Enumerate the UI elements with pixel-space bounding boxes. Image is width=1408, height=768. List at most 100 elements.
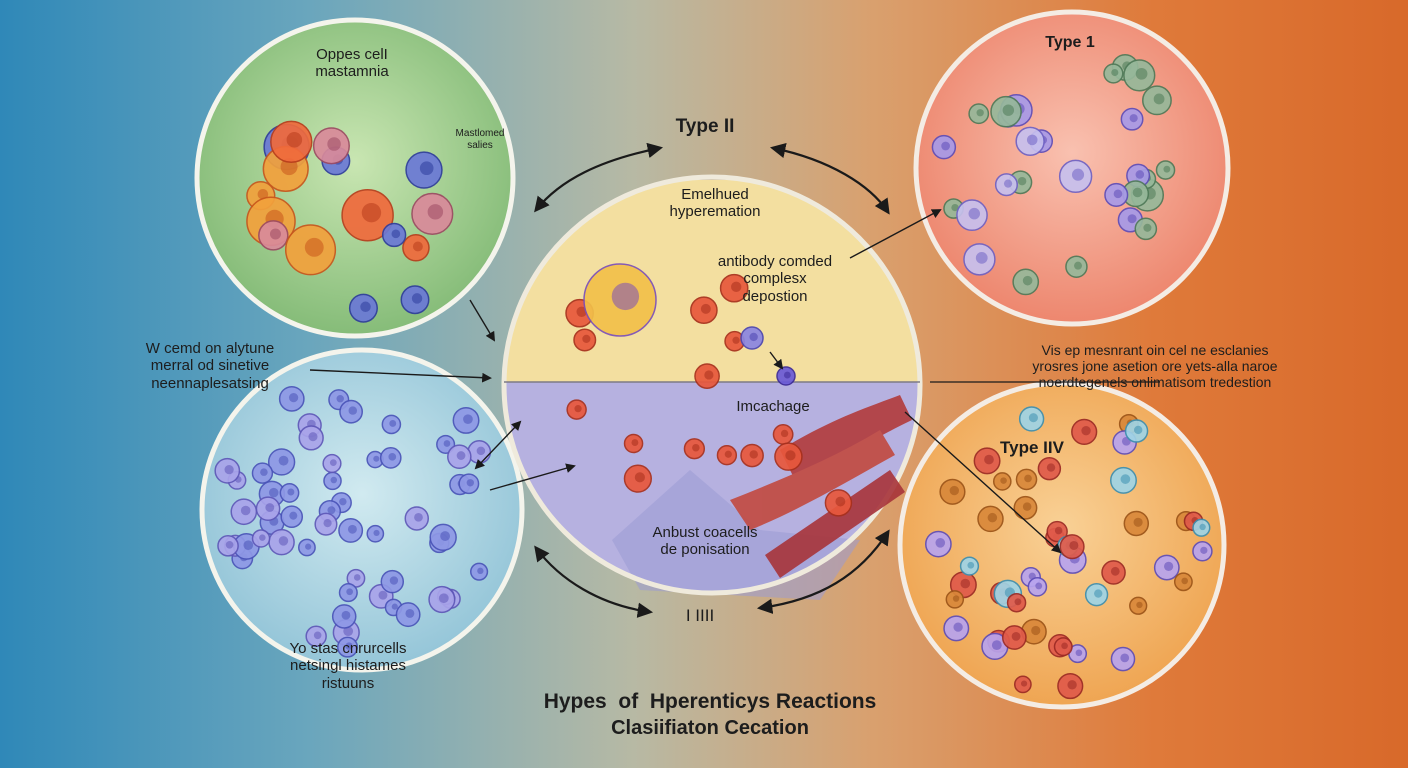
mixed-cell-nucleus [960,578,971,589]
red-cell-nucleus [835,496,846,507]
mixed-cell-nucleus [991,640,1002,651]
red-cell-nucleus [576,306,587,317]
blue-cell-nucleus [389,576,399,585]
red-cell-nucleus [732,336,740,344]
purple-cell-nucleus [1003,179,1013,188]
mixed-cell-nucleus [1075,649,1083,657]
mast-cell-nucleus [269,228,281,240]
blue-cell-nucleus [224,464,234,475]
mixed-cell-nucleus [1081,425,1091,436]
blue-cell-nucleus [289,511,298,520]
blue-cell-nucleus [476,446,486,456]
blue-cell-nucleus [389,420,397,427]
blue-cell-nucleus [343,626,354,637]
mixed-cell-nucleus [984,454,994,465]
red-cell-nucleus [700,303,711,314]
mixed-cell-nucleus [1011,631,1021,641]
mast-cell-nucleus [412,241,423,252]
mast-cell-nucleus [427,204,444,220]
blue-cell-nucleus [327,506,336,515]
purple-cell-nucleus [1135,170,1145,179]
purple-cell-nucleus [1129,114,1138,123]
mixed-cell-nucleus [1022,502,1032,511]
mixed-cell-nucleus [952,595,960,602]
red-cell-nucleus [785,450,796,461]
blue-cell-nucleus [243,540,254,550]
blue-cell-nucleus [341,610,351,620]
blue-cell-nucleus [329,459,337,466]
mixed-cell-nucleus [1024,474,1032,483]
top-left-title: Oppes celI mastamnia [315,46,389,81]
blue-cell-nucleus [278,455,289,466]
purple-cell-nucleus [1163,165,1171,173]
blue-cell-nucleus [477,567,484,575]
blue-cell-nucleus [463,414,473,424]
blue-cell-nucleus [373,455,380,462]
purple-cell-nucleus [1022,275,1033,286]
purple-cell-nucleus [1111,68,1119,77]
mixed-cell-nucleus [1136,601,1143,609]
purple-cell-nucleus [1127,214,1137,224]
mixed-cell-nucleus [1181,577,1189,585]
blue-cell-nucleus [438,593,449,604]
blue-cell-nucleus [265,503,275,512]
mixed-cell-nucleus [1164,561,1174,571]
blue-cell-nucleus [269,487,279,498]
top-left-small-label: Mastlomed salies [455,128,505,151]
mixed-cell-nucleus [1133,517,1143,527]
bottom-left-text: Yo stas cnrurcells netsingl histames ris… [289,640,407,692]
blue-cell-nucleus [405,609,415,618]
blue-cell-nucleus [391,603,398,610]
purple-cell-nucleus [968,207,981,220]
blue-cell-nucleus [347,524,357,534]
blue-cell-nucleus [260,468,268,476]
connector-arrows [309,142,1160,618]
mixed-cell-nucleus [1200,546,1208,554]
purple-cell-nucleus [975,251,988,264]
main-title-line-1: Hypes of Hperenticys Reactions [543,690,877,713]
red-cell-nucleus [704,370,714,380]
mast-cell-nucleus [411,293,423,304]
mixed-cell-nucleus [1120,474,1131,484]
blue-cell-nucleus [440,531,451,541]
mast-cell-nucleus [360,301,371,313]
mixed-cell-nucleus [1061,642,1068,650]
top-left-panel [194,17,516,339]
small-cell-nucleus [749,332,758,342]
red-cell-nucleus [574,405,582,413]
mixed-cell-nucleus [1199,523,1206,531]
left-middle-text: W cemd on alytune merral od sinetive nee… [145,340,275,392]
red-cell-nucleus [780,429,789,438]
blue-cell-nucleus [339,497,347,506]
mixed-cell-nucleus [1014,598,1022,606]
red-cell-nucleus [692,443,700,452]
type-ii-label: Type II [675,116,735,137]
mixed-cell-nucleus [1069,540,1079,550]
blue-cell-nucleus [278,536,289,546]
mast-cell-nucleus [419,161,434,176]
blue-cell-nucleus [414,512,423,522]
mixed-cell-nucleus [967,561,975,569]
purple-cell-nucleus [951,203,959,212]
blue-cell-nucleus [378,590,388,600]
mast-cell-nucleus [327,137,341,151]
mixed-cell-nucleus [1120,653,1130,663]
mixed-cell-nucleus [1028,413,1038,423]
blue-cell-nucleus [313,631,322,640]
blue-cell-nucleus [336,394,344,403]
blue-cell-nucleus [287,488,295,496]
type-1-label: Type 1 [1045,34,1095,51]
macrophage-nucleus [611,282,640,311]
blue-cell-nucleus [353,574,361,581]
purple-cell-nucleus [1074,261,1083,270]
blue-cell-nucleus [240,505,251,516]
main-title-line-2: Clasiifiaton Cecation [611,717,809,739]
blue-cell-nucleus [466,479,475,487]
red-cell-nucleus [631,439,639,447]
type-iiv-label: Type IIV [1000,438,1064,457]
blue-cell-nucleus [388,453,397,461]
mixed-cell-nucleus [1110,566,1120,576]
mixed-cell-nucleus [1134,425,1143,435]
blue-cell-nucleus [308,432,318,442]
